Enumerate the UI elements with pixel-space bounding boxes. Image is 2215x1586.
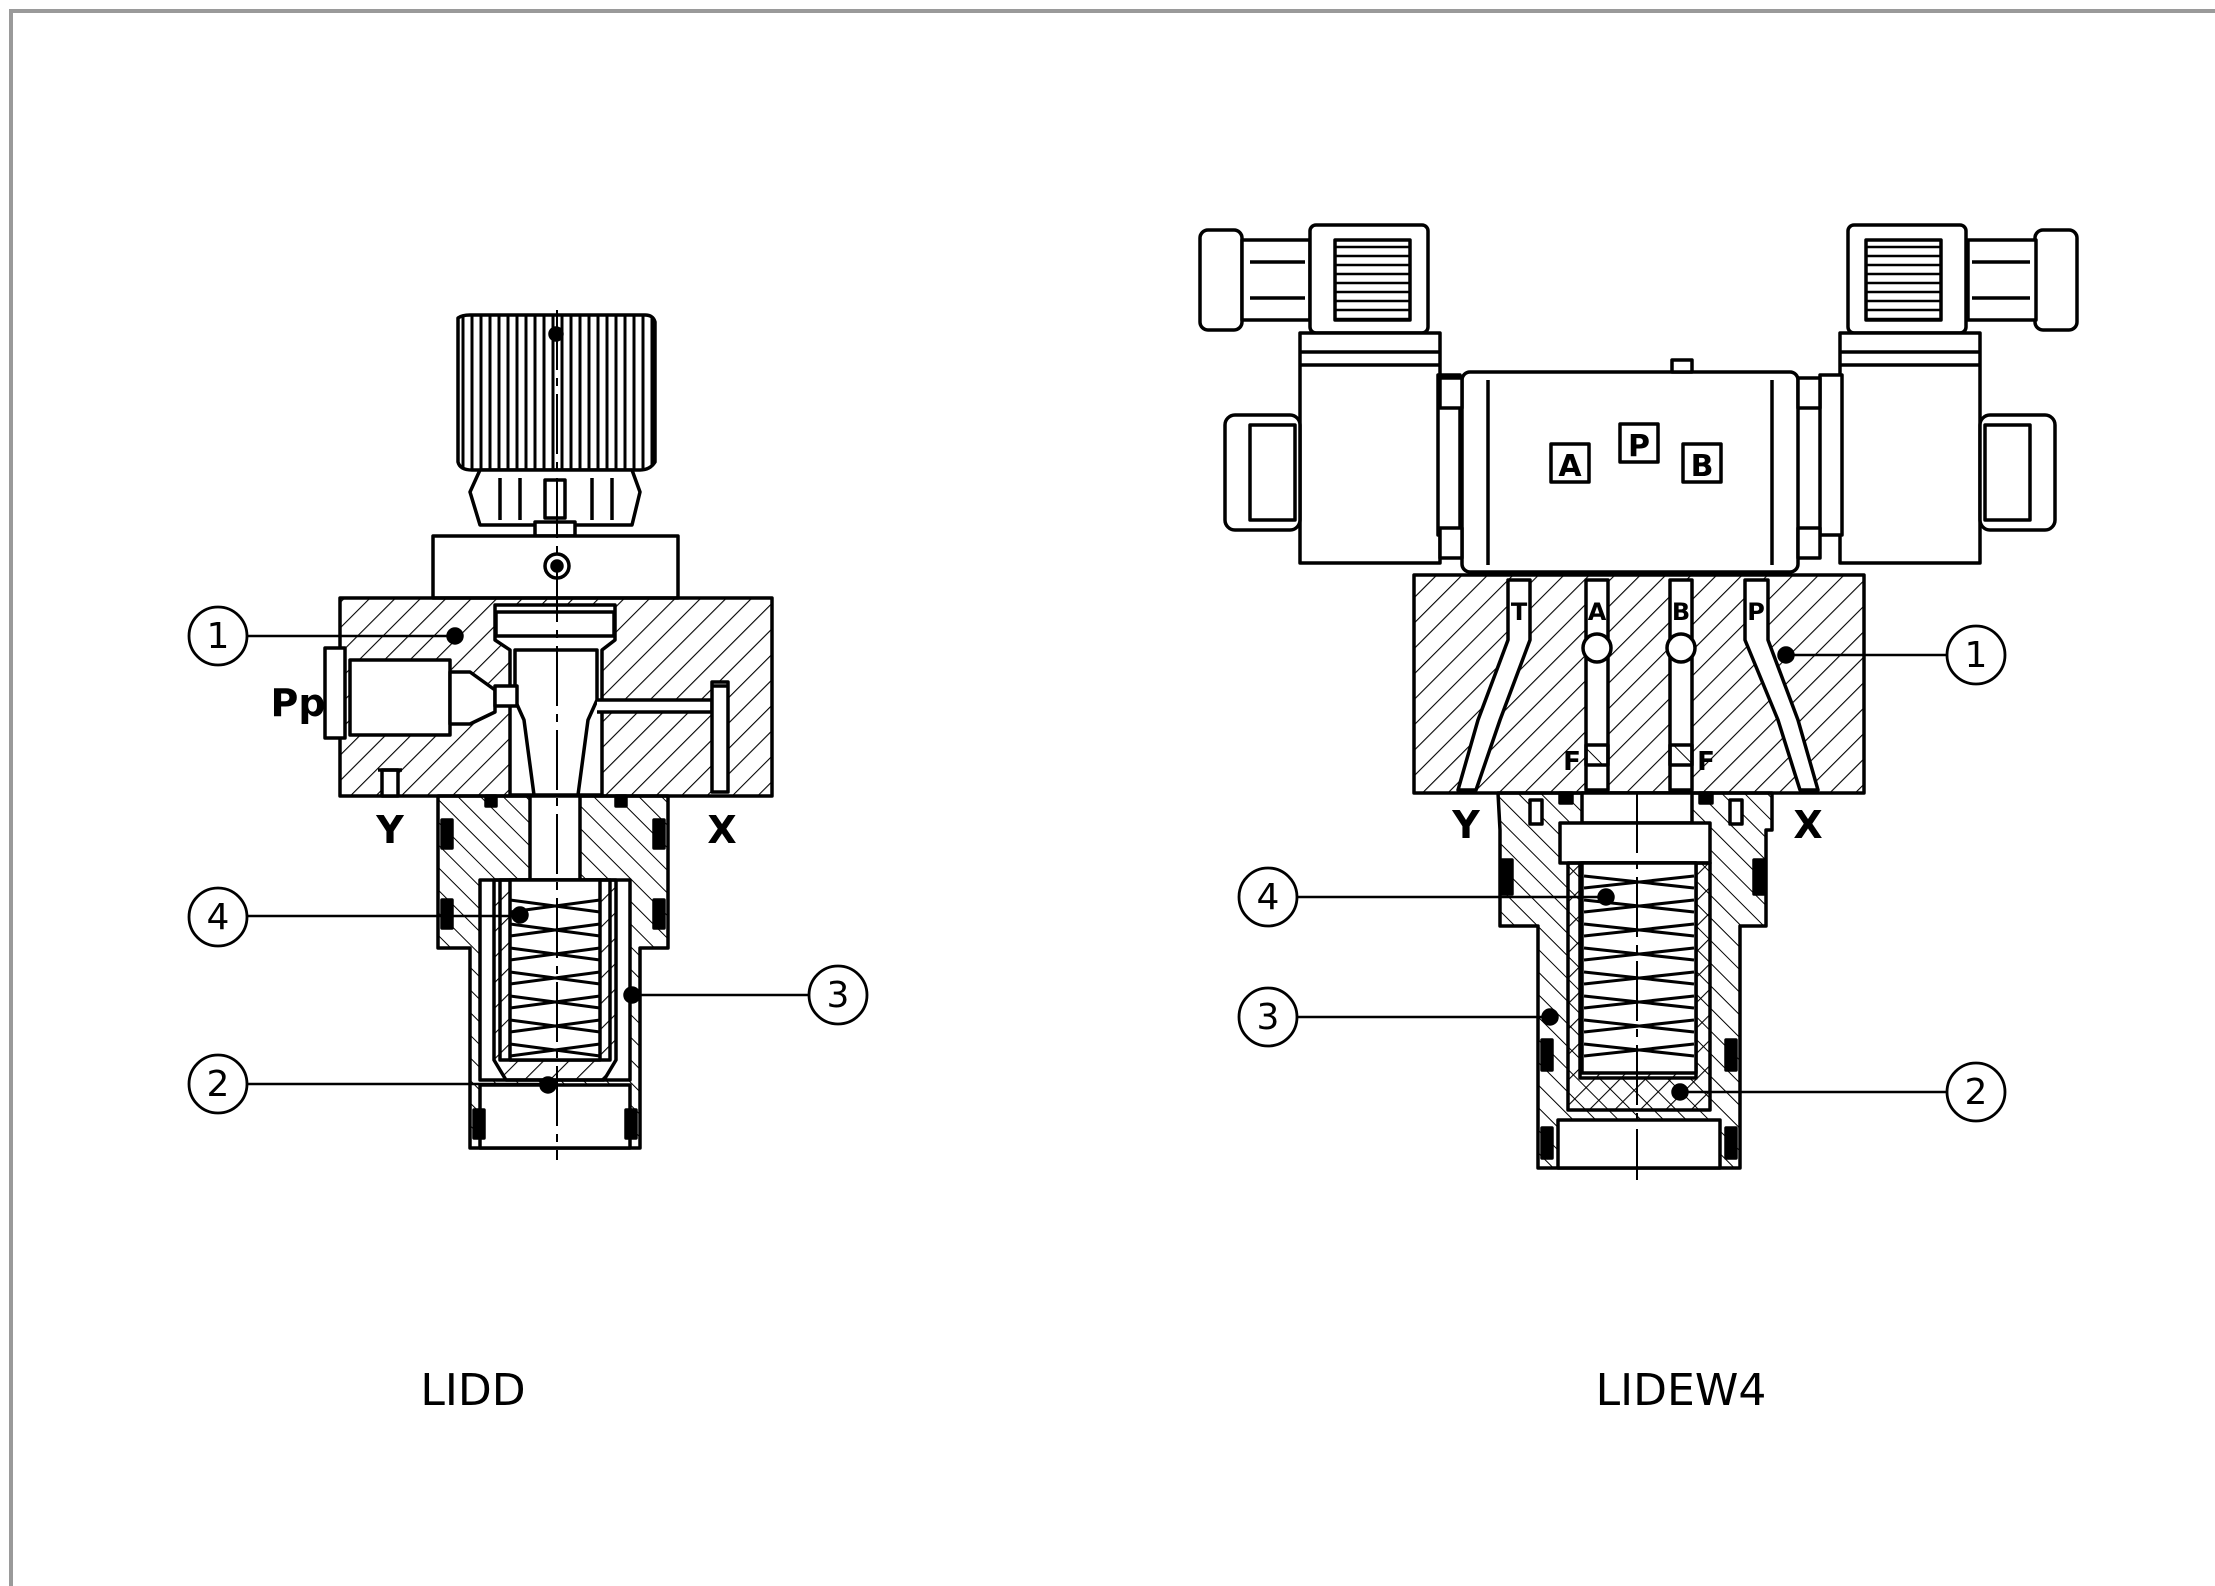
lidd-cartridge — [436, 794, 670, 1150]
directional-valve-body — [1438, 358, 1822, 574]
valve-port-p: P — [1628, 429, 1650, 464]
lidd-port-pp: Pp — [270, 681, 325, 725]
valve-port-b: B — [1691, 449, 1714, 484]
lidd-port-y: Y — [375, 808, 404, 852]
channel-label-a: A — [1588, 598, 1607, 626]
lidd-title: LIDD — [420, 1365, 525, 1416]
orifice-label-right: F — [1697, 747, 1715, 777]
lidd-callout-4: 4 — [207, 897, 230, 938]
lidew4-title: LIDEW4 — [1596, 1365, 1767, 1416]
lidew4-port-x: X — [1793, 803, 1822, 847]
lidd-callout-3: 3 — [827, 975, 850, 1016]
channel-label-t: T — [1511, 598, 1528, 626]
lidd-callout-2: 2 — [207, 1064, 230, 1105]
channel-label-b: B — [1672, 598, 1690, 626]
page-border — [9, 9, 2215, 1586]
left-solenoid-connector — [1198, 223, 1430, 335]
lidew4-callout-2: 2 — [1965, 1072, 1988, 1113]
left-solenoid-coil — [1223, 331, 1462, 565]
right-solenoid-coil — [1818, 331, 2057, 565]
lidew4-diagram — [1198, 223, 2079, 1180]
lidew4-cartridge — [1496, 791, 1774, 1170]
lidd-labels: 1 4 3 2 Pp Y X LIDD — [207, 616, 850, 1416]
lidd-spring — [509, 898, 601, 1058]
lidew4-cover-body — [1412, 573, 1866, 795]
right-solenoid-connector — [1846, 223, 2079, 335]
lidd-diagram — [187, 310, 869, 1160]
lidew4-spring — [1583, 874, 1695, 1058]
adjustment-knob — [456, 313, 657, 538]
lidd-cover-body — [323, 596, 774, 798]
lidd-callout-1: 1 — [207, 616, 230, 657]
orifice-label-left: F — [1563, 747, 1581, 777]
lidew4-callout-3: 3 — [1257, 997, 1280, 1038]
lidew4-callout-4: 4 — [1257, 877, 1280, 918]
lidd-port-x: X — [707, 808, 736, 852]
lidew4-labels: A P B T A B P F F Y X 1 4 3 2 LIDEW4 — [1257, 429, 1988, 1416]
lidew4-callout-1: 1 — [1965, 635, 1988, 676]
channel-label-p: P — [1747, 598, 1765, 626]
valve-port-a: A — [1558, 449, 1582, 484]
lidew4-port-y: Y — [1451, 803, 1480, 847]
